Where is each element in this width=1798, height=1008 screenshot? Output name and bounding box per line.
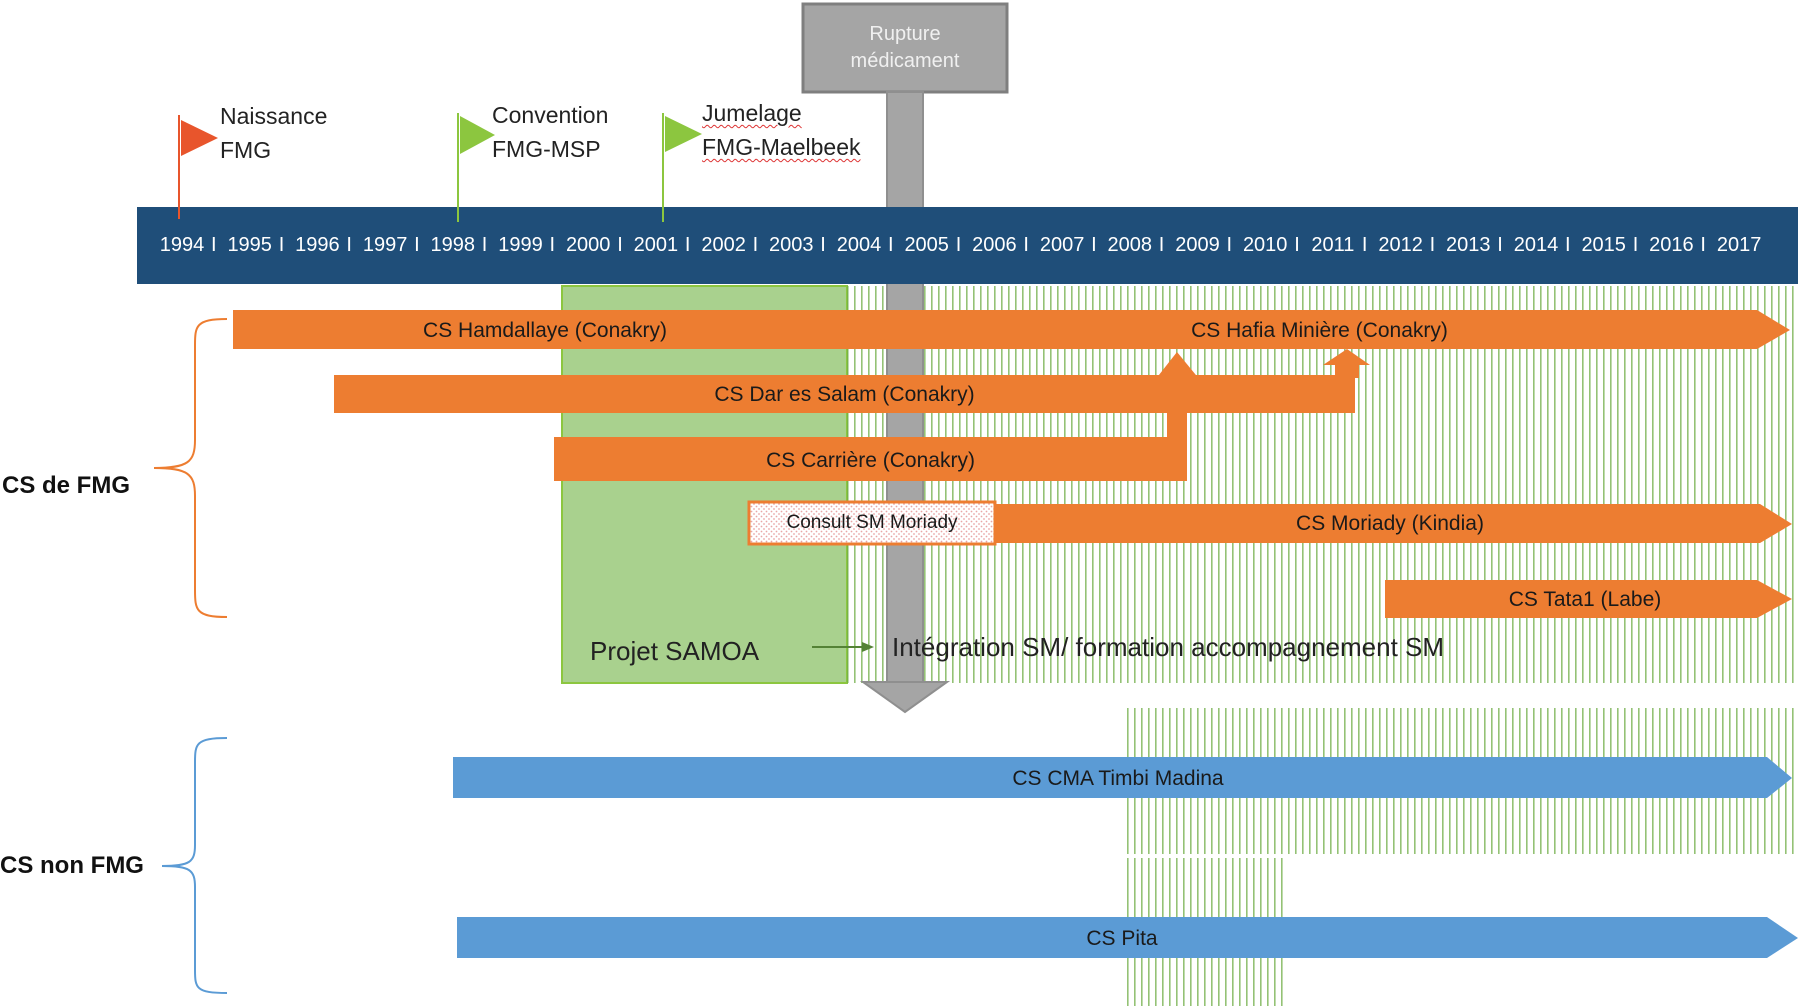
flag-icon	[457, 113, 495, 222]
timeline-separator: I	[1632, 234, 1639, 256]
bar-pita	[457, 917, 1798, 958]
bar-consult-sm	[747, 500, 997, 546]
bar-label-hafia: CS Hafia Minière (Conakry)	[1191, 319, 1448, 342]
timeline-separator: I	[888, 234, 894, 256]
timeline-separator: I	[617, 234, 623, 256]
timeline-separator: I	[1294, 234, 1300, 256]
flag-icon	[662, 113, 702, 222]
brace-fmg	[153, 318, 228, 618]
bar-timbi	[453, 757, 1792, 798]
timeline-year: 2011	[1311, 234, 1355, 256]
timeline-separator: I	[684, 234, 691, 256]
timeline-separator: I	[1226, 234, 1233, 256]
timeline-year: 2005	[904, 234, 949, 256]
bar-label-tata1: CS Tata1 (Labe)	[1508, 588, 1662, 611]
bar-label-timbi: CS CMA Timbi Madina	[1012, 767, 1224, 790]
bar-dar-es-salam	[334, 375, 1355, 413]
timeline-separator: I	[1429, 234, 1436, 256]
timeline-year: 1994	[159, 234, 205, 256]
bar-tata1	[1385, 580, 1792, 618]
timeline-separator: I	[414, 234, 420, 256]
timeline-separator: I	[481, 234, 488, 256]
timeline-year: 2015	[1581, 234, 1626, 256]
timeline-year: 1997	[362, 234, 408, 256]
milestone-convention: Convention FMG-MSP	[492, 102, 609, 162]
timeline-year: 2002	[701, 234, 746, 256]
timeline-separator: I	[211, 234, 217, 256]
milestone-jumelage: Jumelage FMG-Maelbeek	[702, 100, 861, 160]
timeline-separator: I	[955, 234, 962, 256]
timeline-year: 2007	[1039, 234, 1085, 256]
bar-label-dar-es-salam: CS Dar es Salam (Conakry)	[714, 383, 975, 406]
up-arrow-dar-to-hafia	[1323, 349, 1370, 378]
bar-label-pita: CS Pita	[1086, 927, 1158, 950]
bar-label-carriere: CS Carrière (Conakry)	[766, 449, 975, 472]
timeline-year: 2000	[565, 234, 611, 256]
bar-carriere	[554, 437, 1187, 481]
group-label-fmg: CS de FMG	[2, 472, 131, 499]
timeline-separator: I	[820, 234, 826, 256]
group-label-non-fmg: CS non FMG	[0, 852, 144, 879]
milestone-naissance: Naissance FMG	[220, 103, 328, 163]
rupture-label: Rupture médicament	[850, 23, 960, 72]
bar-label-hamdallaye: CS Hamdallaye (Conakry)	[423, 319, 667, 342]
integration-label: Intégration SM/ formation accompagnement…	[892, 632, 1445, 662]
timeline-separator: I	[1497, 234, 1503, 256]
timeline-year: 1999	[498, 234, 543, 256]
timeline-year: 1995	[227, 234, 272, 256]
timeline-band	[137, 207, 1798, 284]
timeline-year: 2010	[1242, 234, 1288, 256]
timeline-year: 1996	[295, 234, 340, 256]
timeline-separator: I	[1565, 234, 1571, 256]
timeline-year: 2006	[972, 234, 1017, 256]
timeline-year: 2017	[1716, 234, 1762, 256]
timeline-year: 2009	[1175, 234, 1220, 256]
bar-hamdallaye	[233, 310, 857, 349]
timeline-year: 2003	[769, 234, 814, 256]
samoa-arrow	[812, 642, 874, 652]
timeline-year: 2016	[1649, 234, 1694, 256]
timeline-separator: I	[549, 234, 556, 256]
bar-label-consult-sm: Consult SM Moriady	[786, 512, 958, 533]
bar-moriady	[995, 504, 1792, 543]
timeline-separator: I	[278, 234, 285, 256]
timeline-year: 1998	[430, 234, 476, 256]
timeline-separator: I	[346, 234, 352, 256]
timeline-year: 2013	[1446, 234, 1491, 256]
timeline-year: 2014	[1513, 234, 1559, 256]
timeline-separator: I	[1158, 234, 1165, 256]
timeline-separator: I	[752, 234, 759, 256]
flag-icon	[178, 115, 218, 219]
samoa-label: Projet SAMOA	[590, 636, 760, 666]
timeline-year: 2001	[633, 234, 679, 256]
timeline-year: 2008	[1107, 234, 1153, 256]
samoa-period-block	[561, 285, 848, 684]
timeline-separator: I	[1700, 234, 1706, 256]
timeline-separator: I	[1023, 234, 1029, 256]
timeline-separator: I	[1361, 234, 1368, 256]
timeline-separator: I	[1091, 234, 1097, 256]
timeline-year: 2004	[836, 234, 882, 256]
timeline-year: 2012	[1378, 234, 1423, 256]
bar-label-moriady: CS Moriady (Kindia)	[1296, 512, 1484, 535]
brace-non-fmg	[161, 737, 228, 994]
bar-hafia	[857, 310, 1790, 349]
